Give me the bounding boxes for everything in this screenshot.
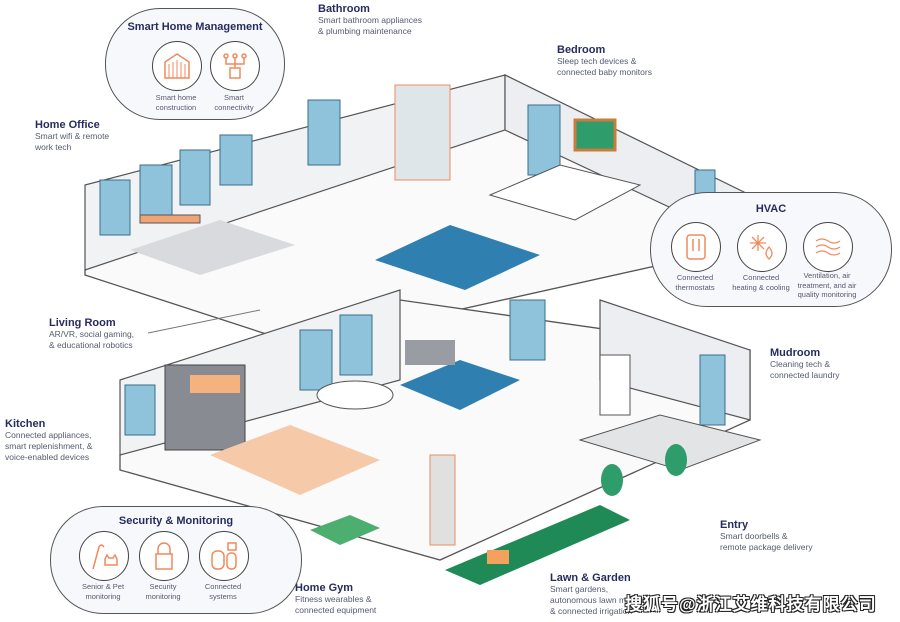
thermostat-icon: [671, 222, 721, 272]
sofa: [405, 340, 455, 365]
label-title: Entry: [720, 519, 749, 531]
windows-upper: [99, 99, 716, 236]
smart-devices-icon: [199, 531, 249, 581]
label-title: Kitchen: [5, 418, 46, 430]
padlock-icon: [139, 531, 189, 581]
panel-security-monitoring: Security & Monitoring Senior & Pet monit…: [50, 506, 302, 614]
label-mudroom: Mudroom Cleaning tech & connected laundr…: [770, 347, 839, 381]
label-title: Bathroom: [318, 3, 370, 15]
lawn: [445, 505, 630, 585]
label-home-gym: Home Gym Fitness wearables & connected e…: [295, 582, 376, 616]
label-lawn-garden: Lawn & Garden Smart gardens, autonomous …: [550, 572, 651, 617]
label-desc: Connected appliances, smart replenishmen…: [5, 430, 93, 462]
bedroom-bed: [488, 164, 642, 221]
label-title: Bedroom: [557, 44, 606, 56]
shrub: [665, 444, 687, 476]
item-label: Security monitoring: [145, 582, 181, 601]
panel-title: Smart Home Management: [127, 21, 263, 33]
painting: [573, 118, 617, 152]
label-desc: Smart doorbells & remote package deliver…: [720, 531, 813, 552]
gym-mat: [310, 515, 380, 545]
panel-title: HVAC: [755, 203, 787, 215]
washer: [599, 354, 631, 416]
item-label: Senior & Pet monitoring: [81, 582, 125, 601]
shower: [394, 84, 451, 181]
item-label: Connected heating & cooling: [732, 273, 790, 292]
item-label: Smart home construction: [155, 93, 197, 112]
label-title: Home Office: [35, 119, 100, 131]
network-hub-icon: [210, 41, 260, 91]
item-label: Smart connectivity: [214, 93, 254, 112]
watermark: 搜狐号@浙江艾维科技有限公司: [625, 595, 877, 614]
robot-mower: [487, 550, 509, 564]
dining-table: [316, 380, 394, 410]
label-home-office: Home Office Smart wifi & remote work tec…: [35, 119, 109, 153]
item-label: Connected thermostats: [675, 273, 715, 292]
windows-lower: [124, 299, 726, 436]
label-title: Living Room: [49, 317, 116, 329]
label-desc: Smart wifi & remote work tech: [35, 131, 110, 152]
kitchen-floor: [210, 425, 380, 495]
label-desc: Sleep tech devices & connected baby moni…: [557, 56, 652, 77]
air-waves-icon: [803, 222, 853, 272]
label-desc: AR/VR, social gaming, & educational robo…: [49, 329, 135, 350]
label-entry: Entry Smart doorbells & remote package d…: [720, 519, 813, 553]
label-living-room: Living Room AR/VR, social gaming, & educ…: [49, 317, 134, 351]
desk: [139, 214, 201, 224]
gym-door: [429, 454, 456, 546]
house-frame-icon: [152, 41, 202, 91]
label-kitchen: Kitchen Connected appliances, smart repl…: [5, 418, 92, 463]
nursery-rug: [375, 225, 540, 290]
label-title: Mudroom: [770, 347, 821, 359]
item-label: Ventilation, air treatment, and air qual…: [797, 271, 857, 299]
label-desc: Smart bathroom appliances & plumbing mai…: [318, 15, 422, 36]
panel-hvac: HVAC Connected thermostats Connected hea…: [650, 192, 892, 307]
cane-cat-icon: [79, 531, 129, 581]
label-desc: Fitness wearables & connected equipment: [295, 594, 377, 615]
item-label: Connected systems: [204, 582, 242, 601]
label-bathroom: Bathroom Smart bathroom appliances & plu…: [318, 3, 422, 37]
label-bedroom: Bedroom Sleep tech devices & connected b…: [557, 44, 652, 78]
living-rug: [400, 360, 520, 410]
entry-floor: [578, 414, 762, 471]
label-desc: Smart gardens, autonomous lawn mowers, &…: [550, 584, 652, 616]
label-title: Home Gym: [295, 582, 354, 594]
panel-smart-home-management: Smart Home Management Smart home constru…: [105, 8, 285, 120]
living-room-leader-line: [147, 309, 261, 334]
panel-title: Security & Monitoring: [118, 515, 234, 527]
label-title: Lawn & Garden: [550, 572, 631, 584]
kitchen-upper-cabinets: [190, 375, 240, 393]
label-desc: Cleaning tech & connected laundry: [770, 359, 840, 380]
snowflake-flame-icon: [737, 222, 787, 272]
office-rug: [130, 220, 295, 275]
shrub: [601, 464, 623, 496]
